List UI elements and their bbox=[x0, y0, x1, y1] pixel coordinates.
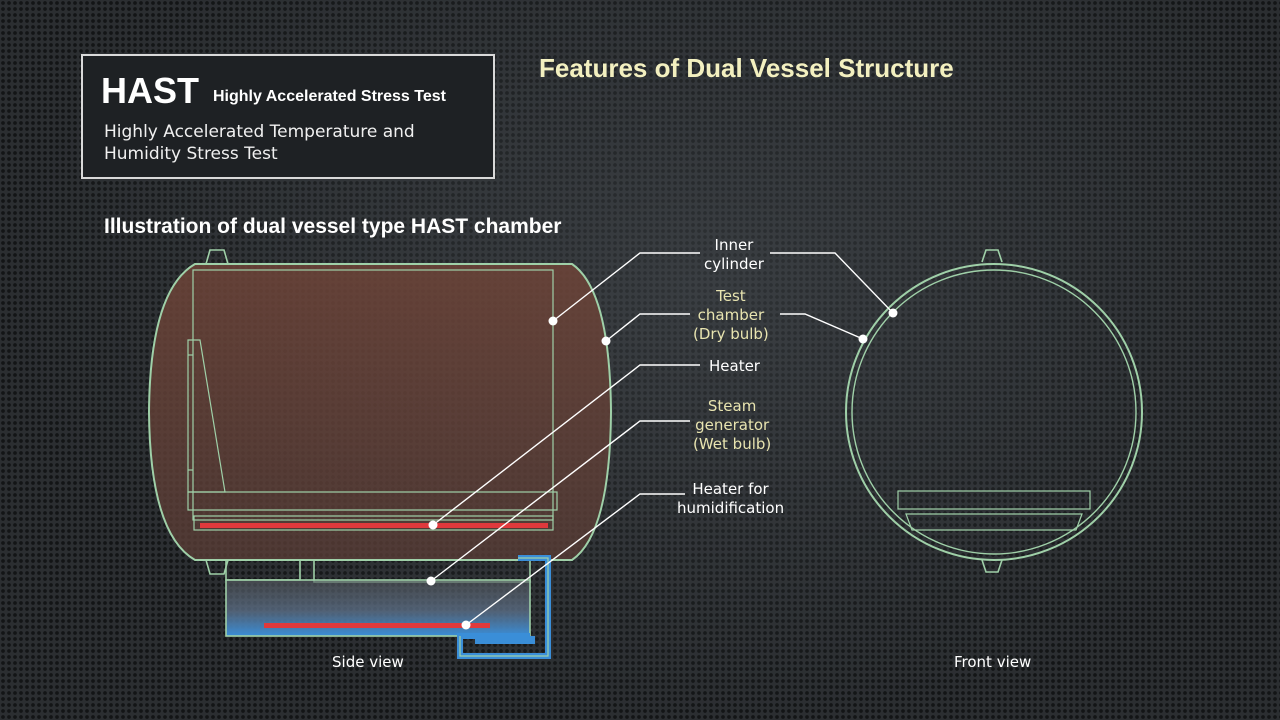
heater-bed bbox=[193, 515, 554, 531]
steam-pipe-right bbox=[313, 560, 531, 583]
leader-inner-cylinder-side bbox=[552, 252, 700, 322]
label-heater-for-humidification: Heater for humidification bbox=[677, 480, 785, 517]
front-view bbox=[845, 249, 1143, 573]
label-inner-cylinder: Inner cylinder bbox=[704, 236, 764, 273]
side-view-caption: Side view bbox=[332, 653, 404, 671]
illustration-title: Illustration of dual vessel type HAST ch… bbox=[104, 215, 562, 238]
feature-title: Features of Dual Vessel Structure bbox=[539, 53, 954, 83]
leader-dots bbox=[426, 308, 898, 630]
hast-description: Highly Accelerated Temperature and Humid… bbox=[104, 122, 415, 164]
label-test-chamber: Test chamber (Dry bulb) bbox=[693, 287, 769, 343]
heater-bar bbox=[200, 523, 548, 528]
hast-acronym: HAST bbox=[101, 70, 199, 111]
front-top-lug bbox=[981, 249, 1003, 263]
inner-cylinder bbox=[192, 269, 554, 521]
hast-acronym-expansion: Highly Accelerated Stress Test bbox=[213, 88, 446, 105]
steam-pipe-left bbox=[225, 560, 301, 581]
label-steam-generator: Steam generator (Wet bulb) bbox=[693, 397, 772, 453]
side-bottom-lug bbox=[205, 559, 229, 575]
humidification-heater-bar bbox=[264, 623, 490, 628]
front-outer-shell bbox=[845, 263, 1143, 561]
hast-title-box: HAST Highly Accelerated Stress Test High… bbox=[81, 54, 495, 179]
front-view-caption: Front view bbox=[954, 653, 1032, 671]
leader-test-chamber-side bbox=[605, 313, 690, 342]
leader-inner-cylinder-front bbox=[770, 252, 894, 314]
side-view bbox=[147, 249, 613, 659]
label-heater: Heater bbox=[709, 357, 760, 375]
leader-heater bbox=[432, 364, 700, 526]
leader-lines bbox=[430, 252, 894, 626]
tray bbox=[187, 491, 558, 511]
leader-steam-generator bbox=[430, 420, 690, 582]
front-inner-cylinder bbox=[851, 269, 1137, 555]
leader-test-chamber-front bbox=[780, 313, 864, 340]
leader-humidification bbox=[465, 493, 685, 626]
side-top-lug bbox=[205, 249, 229, 265]
front-tray bbox=[897, 490, 1091, 510]
front-bottom-lug bbox=[981, 559, 1003, 573]
